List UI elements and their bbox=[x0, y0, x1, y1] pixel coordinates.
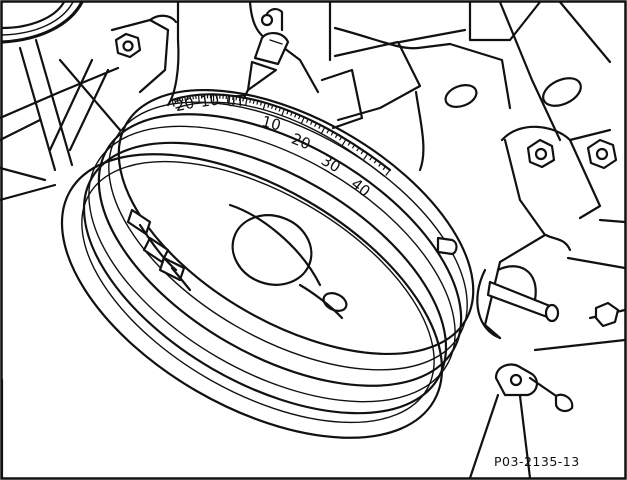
scale-tick bbox=[189, 95, 192, 100]
upper-pulley-icon bbox=[0, 0, 84, 44]
crankshaft-pulley-icon bbox=[60, 88, 475, 439]
scale-tick bbox=[305, 118, 309, 123]
scale-tick bbox=[294, 113, 297, 118]
scale-tick bbox=[385, 169, 391, 176]
scale-tick bbox=[278, 107, 281, 112]
scale-tick bbox=[297, 115, 301, 120]
scale-tick bbox=[341, 139, 347, 146]
scale-label-before-1: 20 bbox=[173, 94, 195, 116]
scale-tick bbox=[259, 101, 263, 106]
scale-tick bbox=[382, 166, 386, 171]
scale-tick bbox=[256, 100, 259, 105]
scale-label-after-3: 30 bbox=[318, 151, 344, 176]
scale-tick bbox=[369, 156, 373, 161]
scale-tick bbox=[310, 120, 313, 125]
belt-strut-icon bbox=[0, 38, 122, 480]
bracket-icon bbox=[476, 125, 627, 340]
scale-tick bbox=[235, 96, 238, 101]
scale-tick bbox=[270, 104, 274, 110]
scale-tick bbox=[238, 96, 241, 101]
scale-tick bbox=[318, 124, 322, 129]
pin-icon bbox=[486, 265, 560, 323]
scale-label-before-2: 10 bbox=[199, 91, 220, 111]
scale-tick bbox=[228, 95, 231, 103]
scale-tick bbox=[286, 110, 289, 115]
scale-tick bbox=[186, 96, 189, 101]
scale-tick bbox=[232, 95, 234, 100]
scale-tick bbox=[267, 103, 270, 108]
scale-tick bbox=[245, 98, 248, 106]
scale-tick bbox=[262, 102, 266, 110]
scale-tick bbox=[176, 98, 179, 103]
scale-tick bbox=[274, 106, 278, 111]
scale-label-after-4: 40 bbox=[348, 175, 374, 201]
scale-tick bbox=[314, 122, 317, 127]
scale-label-zero: 0T bbox=[226, 92, 246, 111]
engine-edge-icon bbox=[0, 183, 57, 202]
scale-label-after-1: 10 bbox=[260, 112, 283, 134]
scale-tick bbox=[290, 111, 293, 117]
scale-tick bbox=[356, 147, 360, 152]
adjuster-icon bbox=[468, 301, 627, 480]
scale-tick bbox=[351, 144, 356, 149]
scale-tick bbox=[192, 95, 194, 100]
scale-tick bbox=[334, 134, 338, 139]
scale-tick bbox=[373, 159, 378, 164]
reference-code: P03-2135-13 bbox=[494, 454, 580, 469]
bolt-icon bbox=[110, 14, 178, 94]
scale-tick bbox=[242, 97, 245, 102]
scale-tick bbox=[326, 129, 330, 134]
scale-tick bbox=[252, 99, 255, 104]
scale-tick bbox=[339, 136, 343, 141]
scale-label-after-2: 20 bbox=[289, 130, 313, 154]
scale-tick bbox=[347, 141, 351, 146]
timing-scale-ticks bbox=[171, 94, 391, 176]
scale-tick bbox=[184, 96, 187, 104]
scale-tick bbox=[281, 108, 285, 116]
scale-tick bbox=[178, 97, 181, 102]
scale-tick bbox=[181, 97, 184, 102]
scale-tick bbox=[173, 99, 177, 104]
scale-tick bbox=[320, 127, 326, 134]
scale-tick bbox=[360, 150, 364, 155]
scale-tick bbox=[330, 131, 334, 136]
timing-pointer-icon bbox=[242, 8, 290, 100]
scale-tick bbox=[363, 153, 369, 160]
scale-tick bbox=[249, 98, 252, 104]
scale-tick bbox=[171, 99, 175, 107]
scale-tick bbox=[378, 162, 382, 167]
scale-tick bbox=[197, 94, 200, 102]
scale-tick bbox=[300, 116, 305, 124]
